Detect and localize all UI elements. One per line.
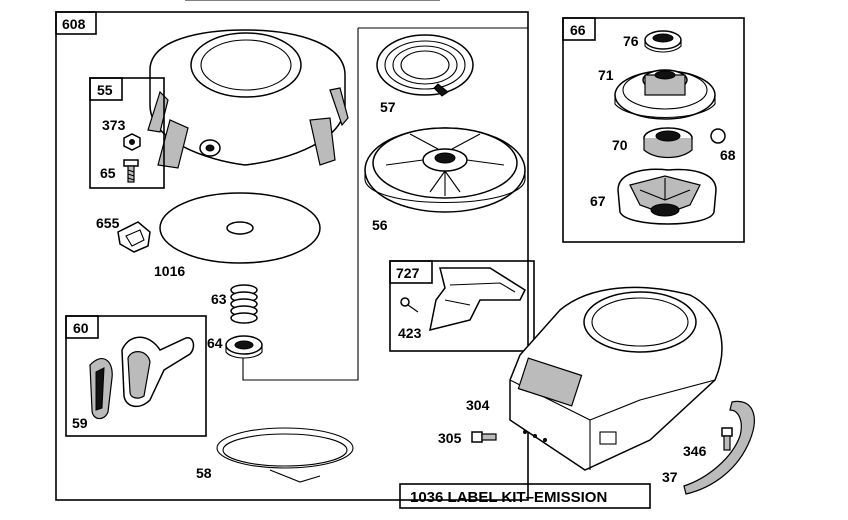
- screw-346: 346: [683, 427, 733, 459]
- clutch-housing-71: [614, 69, 716, 120]
- retainer-64: 64: [207, 335, 263, 359]
- clutch-base-67: [617, 168, 717, 225]
- part-label-68: 68: [720, 147, 736, 163]
- part-label-58: 58: [196, 465, 212, 481]
- seal-76: [644, 30, 682, 53]
- screw-305: 305: [438, 430, 497, 446]
- kit-box-66: 66 76 71 70 68 67: [562, 17, 745, 243]
- clip-655: 655: [96, 215, 151, 253]
- screen-disc-1016: 1016: [154, 192, 321, 279]
- kit-label-727: 727: [396, 265, 420, 281]
- kit-box-608: 608: [55, 11, 529, 501]
- part-label-346: 346: [683, 443, 707, 459]
- part-label-57: 57: [380, 99, 396, 115]
- guard-727: [429, 267, 526, 332]
- part-label-65: 65: [100, 165, 116, 181]
- part-label-64: 64: [207, 335, 223, 351]
- kit-label-608: 608: [62, 16, 86, 32]
- label-kit-banner-text: 1036 LABEL KIT–EMISSION: [410, 489, 607, 506]
- part-label-655: 655: [96, 215, 120, 231]
- kit-608-inner-divider: [242, 27, 528, 381]
- part-label-67: 67: [590, 193, 606, 209]
- part-label-373: 373: [102, 117, 126, 133]
- part-label-423: 423: [398, 325, 422, 341]
- part-label-305: 305: [438, 430, 462, 446]
- spring-63: 63: [211, 284, 258, 324]
- blower-housing-cover: [147, 29, 349, 169]
- part-label-304: 304: [466, 397, 490, 413]
- part-label-59: 59: [72, 415, 88, 431]
- part-label-37: 37: [662, 469, 678, 485]
- kit-box-727: 727 423: [389, 260, 535, 352]
- ball-68: [710, 128, 726, 144]
- pulley-56: 56: [364, 127, 526, 233]
- label-kit-banner: 1036 LABEL KIT–EMISSION: [399, 483, 651, 509]
- recoil-spring-57: 57: [376, 34, 474, 115]
- part-label-63: 63: [211, 291, 227, 307]
- baffle-37: 37: [662, 400, 755, 495]
- part-label-1016: 1016: [154, 263, 185, 279]
- ratchet-70: [643, 127, 693, 159]
- kit-label-66: 66: [570, 22, 586, 38]
- screw-65: [123, 159, 139, 183]
- part-label-76: 76: [623, 33, 639, 49]
- part-label-71: 71: [598, 67, 614, 83]
- blower-housing-304: 304: [466, 286, 723, 471]
- kit-box-55: 55 373 65: [89, 77, 165, 189]
- kit-label-55: 55: [97, 82, 113, 98]
- starter-rope-58: 58: [196, 427, 354, 483]
- kit-box-60: 60 59: [65, 315, 207, 437]
- screw-423: [400, 297, 419, 313]
- kit-label-60: 60: [73, 320, 89, 336]
- part-label-56: 56: [372, 217, 388, 233]
- part-label-70: 70: [612, 137, 628, 153]
